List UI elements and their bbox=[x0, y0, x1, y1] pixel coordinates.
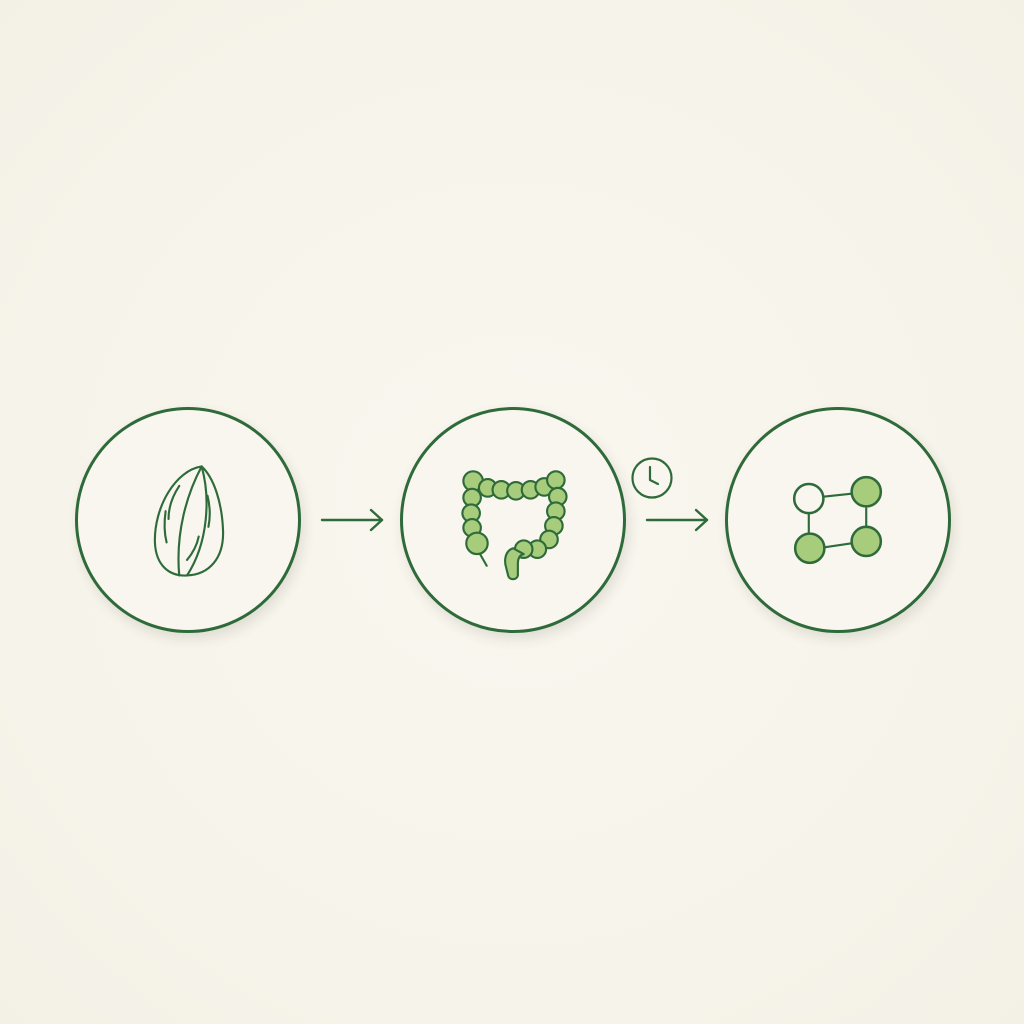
molecule-network-icon bbox=[792, 475, 883, 565]
stage-intestine bbox=[400, 407, 626, 633]
node-filled bbox=[850, 475, 883, 508]
arrow-right-icon bbox=[320, 508, 384, 532]
stage-molecule-network bbox=[725, 407, 951, 633]
node-filled bbox=[850, 525, 883, 558]
arrow-right-icon bbox=[645, 508, 709, 532]
clock-icon bbox=[631, 457, 673, 499]
node-empty bbox=[792, 482, 825, 515]
almond-icon bbox=[153, 465, 225, 577]
intestine-icon bbox=[461, 470, 568, 581]
node-filled bbox=[793, 532, 826, 565]
stage-almond bbox=[75, 407, 301, 633]
